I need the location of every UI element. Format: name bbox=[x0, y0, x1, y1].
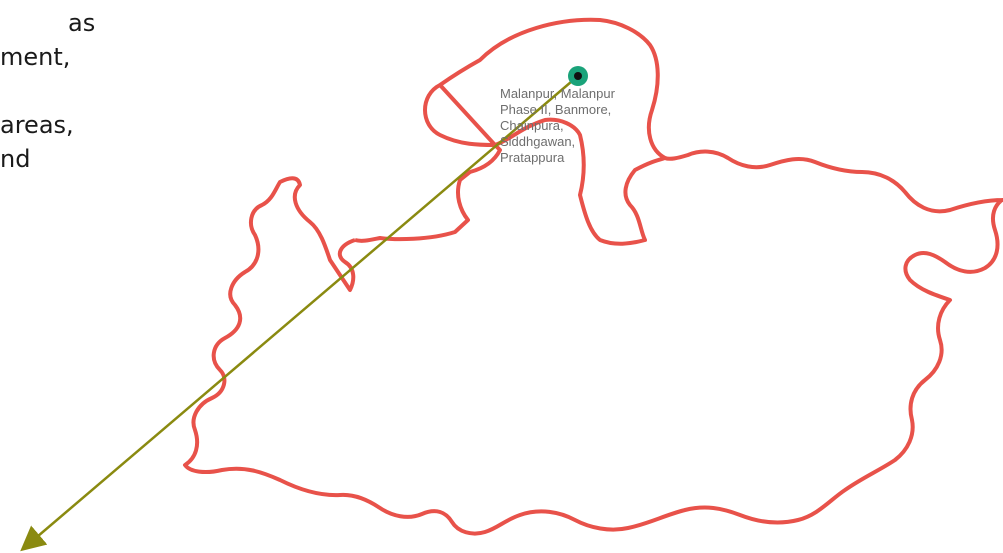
location-callout: Malanpur, Malanpur Phase II, Banmore, Ch… bbox=[500, 86, 670, 166]
text-line-5: nd bbox=[0, 145, 31, 173]
callout-line-1: Malanpur, Malanpur bbox=[500, 86, 615, 101]
callout-line-3: Chainpura, bbox=[500, 118, 564, 133]
text-line-4: areas, bbox=[0, 111, 74, 139]
state-outline-main bbox=[183, 149, 1003, 536]
callout-line-2: Phase II, Banmore, bbox=[500, 102, 612, 117]
location-marker-center bbox=[574, 72, 582, 80]
callout-line-5: Pratappura bbox=[500, 150, 565, 165]
pointer-arrow bbox=[20, 75, 579, 552]
body-text-fragment: as ment, areas, nd bbox=[0, 6, 130, 176]
callout-line-4: Siddhgawan, bbox=[500, 134, 576, 149]
text-line-2: ment, bbox=[0, 43, 71, 71]
text-line-1: as bbox=[68, 9, 96, 37]
state-outline-north bbox=[354, 17, 667, 246]
